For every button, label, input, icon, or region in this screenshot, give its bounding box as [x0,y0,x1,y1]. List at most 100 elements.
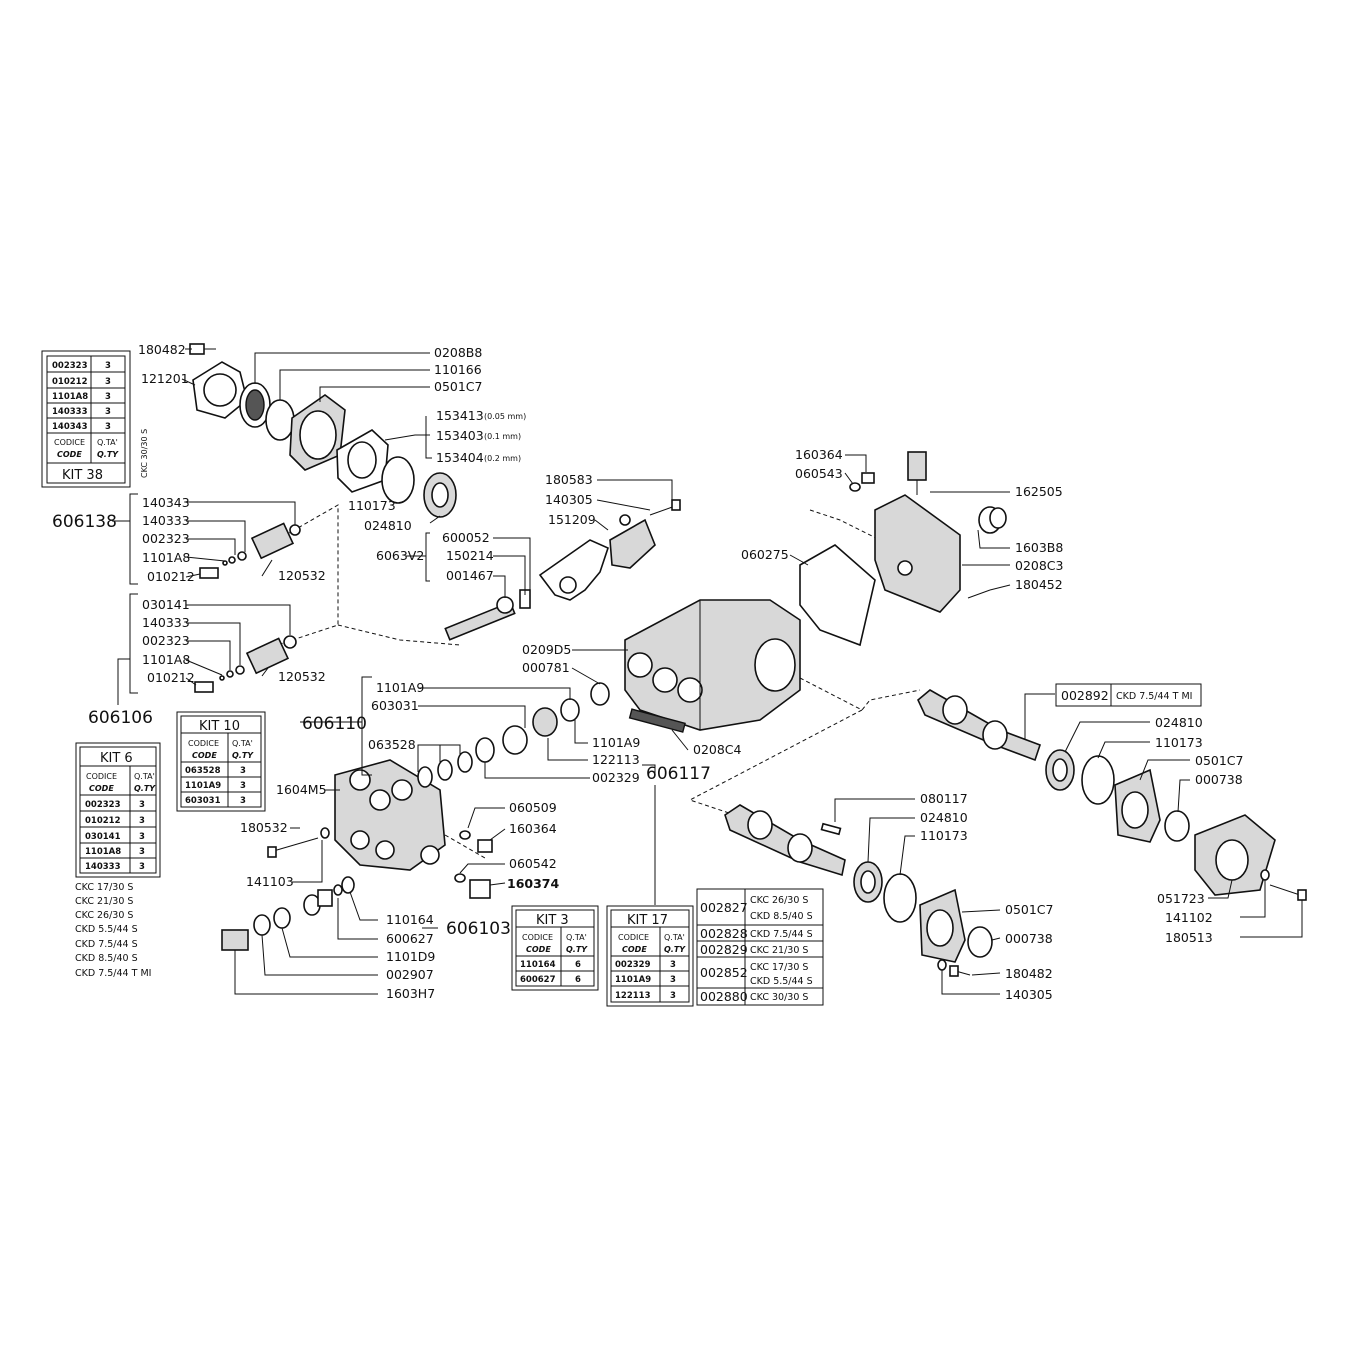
label-162505: 162505 [1015,484,1063,499]
label-001467: 001467 [446,568,494,583]
assembly-606110: 606110 [302,714,367,734]
assembly-guides [267,504,921,859]
crank-code-2: 002828 [700,926,748,941]
model-2: CKC 21/30 S [75,896,133,907]
kit10-table: KIT 10 CODICE CODE Q.TA' Q.TY 063528 3 1… [176,711,266,812]
label-002323-b: 002323 [142,633,190,648]
kit6-qty-3: 3 [139,832,145,842]
label-140343: 140343 [142,495,190,510]
kit6-qty-2: 3 [139,816,145,826]
label-060275: 060275 [741,547,789,562]
crankshaft-top-model: CKD 7.5/44 T MI [1116,691,1192,702]
assembly-606138: 606138 [52,512,117,532]
part-valve-0208B8 [239,382,271,428]
label-153403: 153403 [436,428,484,443]
kit17-code-3: 122113 [615,991,651,1001]
label-060542: 060542 [509,856,557,871]
kit6-header-qty: Q.TY [134,784,156,793]
kit38-code-5: 140343 [52,422,88,432]
kit3-header-code: CODE [526,945,551,954]
crank-model-5: CKC 30/30 S [750,992,808,1003]
part-flange-0501C7-lower [919,888,966,963]
part-seal-000738-right [1164,810,1190,842]
kit38-title: KIT 38 [62,468,103,483]
kit38-code-1: 002323 [52,361,88,371]
part-piston-6063V2 [444,589,531,641]
kit10-header-qty: Q.TY [232,751,254,760]
label-1603H7: 1603H7 [386,986,435,1001]
label-600627: 600627 [386,931,434,946]
label-024810-right: 024810 [1155,715,1203,730]
models-list: CKC 17/30 S CKC 21/30 S CKC 26/30 S CKD … [75,882,151,979]
kit10-qty-2: 3 [240,781,246,791]
kit17-table: KIT 17 CODICE CODE Q.TA' Q.TY 002329 3 1… [606,905,694,1007]
part-washer-141103 [320,827,330,839]
part-bolt-180583 [649,499,681,516]
part-flange-0501C7-top [289,394,346,471]
part-labels: 180482 121201 0208B8 110166 0501C7 15341… [138,342,1244,1002]
kit3-qty-2: 6 [575,975,581,985]
part-oring-110173-right [1081,755,1115,805]
kit3-code-1: 110164 [520,960,556,970]
label-150214: 150214 [446,548,494,563]
label-0501C7-lower: 0501C7 [1005,902,1054,917]
kit6-code-4: 1101A8 [85,847,121,857]
label-153413-unit: (0.05 mm) [484,412,526,421]
label-140305-a: 140305 [545,492,593,507]
label-153404: 153404 [436,450,484,465]
kit38-header-codice: CODICE [54,438,85,447]
kit6-code-2: 010212 [85,816,121,826]
label-180482-lower: 180482 [1005,966,1053,981]
model-5: CKD 7.5/44 S [75,939,138,950]
crankshaft-top-code: 002892 [1061,688,1109,703]
label-1603B8: 1603B8 [1015,540,1063,555]
label-180452: 180452 [1015,577,1063,592]
part-sightglass-1603B8 [978,506,1007,534]
label-140333-b: 140333 [142,615,190,630]
label-000738-right: 000738 [1195,772,1243,787]
label-110173-right: 110173 [1155,735,1203,750]
kit38-qty-3: 3 [105,392,111,402]
kit38-qty-4: 3 [105,407,111,417]
part-plug-160364-mid [459,830,493,853]
assembly-606106: 606106 [88,708,153,728]
kit38-table: 002323 3 010212 3 1101A8 3 140333 3 1403… [41,350,149,488]
part-crankcase-0209D5 [624,599,801,731]
kit17-qty-1: 3 [670,960,676,970]
part-bolt-180452 [967,589,991,599]
label-6063V2: 6063V2 [376,548,424,563]
kit6-qty-5: 3 [139,862,145,872]
label-000738-lower: 000738 [1005,931,1053,946]
model-6: CKD 8.5/40 S [75,953,138,964]
kit38-code-2: 010212 [52,377,88,387]
label-1101A8-a: 1101A8 [142,550,190,565]
part-bearing-024810-top [423,472,457,518]
kit38-qty-2: 3 [105,377,111,387]
part-kit10-seals [417,698,580,788]
leader-lines [112,348,1303,995]
kit10-code-3: 603031 [185,796,221,806]
label-153413: 153413 [436,408,484,423]
label-002329: 002329 [592,770,640,785]
kit10-header-qta: Q.TA' [232,739,253,748]
label-002907: 002907 [386,967,434,982]
crank-model-1a: CKC 26/30 S [750,895,808,906]
part-gasket-060275 [799,544,876,647]
label-122113: 122113 [592,752,640,767]
label-180482-top: 180482 [138,342,186,357]
crank-model-1b: CKD 8.5/40 S [750,911,813,922]
label-060509: 060509 [509,800,557,815]
part-oring-110173-lower [883,873,917,923]
part-conrod-600052 [538,514,656,601]
label-010212-b: 010212 [147,670,195,685]
label-1101A8-b: 1101A8 [142,652,190,667]
label-024810-top: 024810 [364,518,412,533]
kit6-code-3: 030141 [85,832,121,842]
model-4: CKD 5.5/44 S [75,924,138,935]
kit3-code-2: 600627 [520,975,556,985]
kit17-header-codice: CODICE [618,933,649,942]
part-plug-1603H7 [221,907,291,951]
label-141103: 141103 [246,874,294,889]
kit38-header-qta: Q.TA' [97,438,118,447]
kit3-title: KIT 3 [536,913,569,928]
